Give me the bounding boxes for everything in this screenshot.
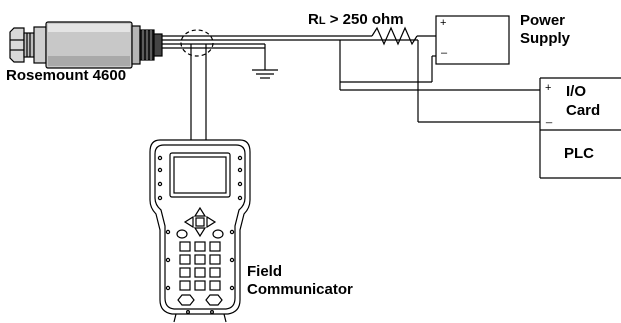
field-communicator-device <box>149 139 251 323</box>
load-resistor <box>340 26 436 46</box>
resistor-symbol: R <box>308 11 319 28</box>
ground-symbol <box>252 48 278 79</box>
transmitter-cable <box>162 35 340 49</box>
plc-box <box>539 77 621 179</box>
resistor-value: > 250 ohm <box>329 11 404 28</box>
power-supply-box <box>435 15 510 65</box>
loop-wire-positive <box>339 40 540 91</box>
power-supply-plus: + <box>440 17 447 29</box>
communicator-label-line1: Field <box>247 263 283 280</box>
io-card-plus: + <box>545 82 552 94</box>
power-supply-label-line2: Supply <box>520 30 571 47</box>
transmitter-device <box>9 21 163 69</box>
loop-wire-negative <box>340 39 540 123</box>
connection-point-marker <box>180 29 214 57</box>
io-card-label-line2: Card <box>566 102 601 119</box>
transmitter-label: Rosemount 4600 <box>6 67 127 84</box>
communicator-label-line2: Communicator <box>247 281 353 298</box>
power-supply-label-line1: Power <box>520 12 566 29</box>
io-card-label-line1: I/O <box>566 83 587 100</box>
power-supply-minus: – <box>441 47 448 59</box>
resistor-subscript: L <box>318 15 326 27</box>
communicator-leads <box>190 44 207 140</box>
plc-label: PLC <box>564 145 594 162</box>
io-card-minus: _ <box>546 112 553 124</box>
resistor-label: RL > 250 ohm <box>308 12 404 27</box>
